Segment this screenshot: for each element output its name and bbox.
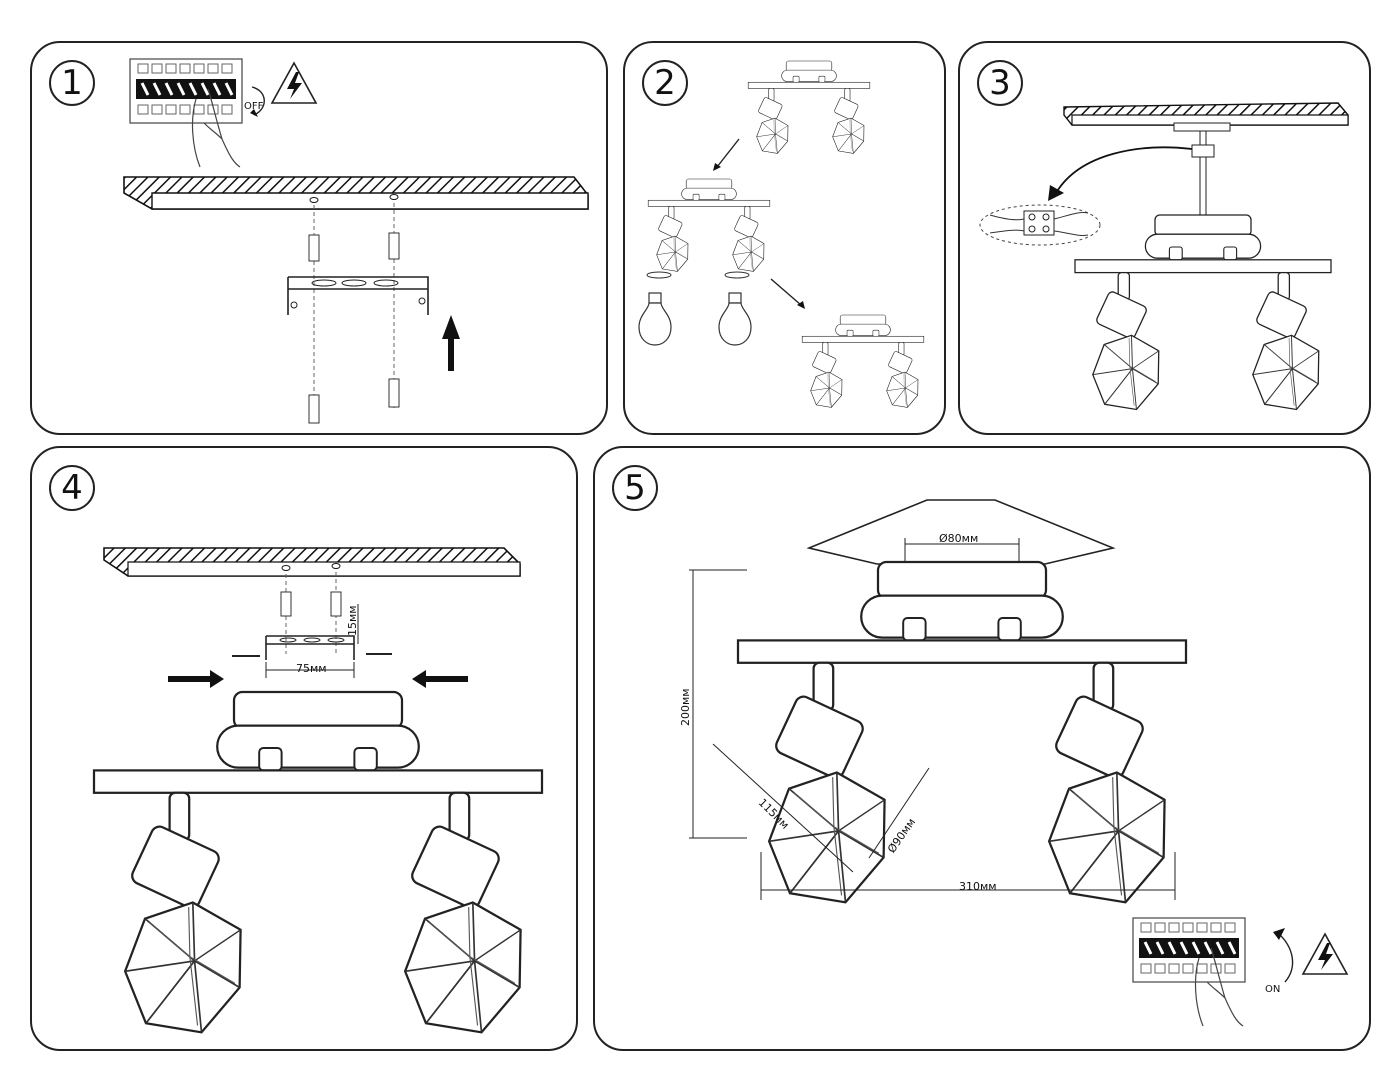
rotate-arrow-icon — [251, 86, 265, 116]
step-4-number: 4 — [49, 465, 95, 511]
step-3-panel: 3 — [958, 41, 1371, 435]
step-2-illustration — [638, 43, 948, 437]
step-5-illustration — [689, 499, 1348, 1028]
mounting-bracket — [287, 276, 429, 315]
step-1-illustration — [123, 57, 589, 424]
rotate-arrow-icon — [1276, 931, 1294, 983]
high-voltage-warning-icon — [271, 62, 317, 104]
mounting-bracket — [265, 635, 355, 660]
wire-connector-icon — [1023, 210, 1055, 236]
switch-on-label: ON — [1265, 984, 1281, 995]
wire-connector-icon — [1191, 144, 1215, 158]
dim-width-label: 75мм — [296, 662, 327, 675]
dim-height-label: 200мм — [679, 688, 692, 726]
step-1-panel: 1 OFF — [30, 41, 608, 435]
hand-switch-icon — [128, 57, 244, 169]
high-voltage-warning-icon — [1302, 933, 1348, 975]
push-arrow-icon — [412, 670, 468, 688]
dim-length-label: 310мм — [959, 880, 997, 893]
dim-height-label: 15мм — [346, 605, 359, 636]
step-3-number: 3 — [977, 60, 1023, 106]
ceiling-plate — [806, 499, 1116, 565]
up-arrow-icon — [442, 315, 460, 371]
switch-off-label: OFF — [244, 101, 264, 112]
step-2-number: 2 — [642, 60, 688, 106]
step-5-number: 5 — [612, 465, 658, 511]
push-arrow-icon — [168, 670, 224, 688]
step-4-panel: 4 15мм 75мм — [30, 446, 578, 1051]
light-bulb-icon — [718, 292, 752, 346]
step-3-illustration — [979, 102, 1349, 437]
step-5-panel: 5 Ø80мм 200мм 115мм Ø90мм 310мм ON — [593, 446, 1371, 1051]
step-1-number: 1 — [49, 60, 95, 106]
light-bulb-icon — [638, 292, 672, 346]
hand-switch-icon — [1131, 916, 1247, 1028]
dim-base-label: Ø80мм — [939, 532, 979, 545]
step-4-illustration — [32, 547, 580, 1053]
rotate-arrow-icon — [646, 271, 750, 279]
step-2-panel: 2 — [623, 41, 946, 435]
